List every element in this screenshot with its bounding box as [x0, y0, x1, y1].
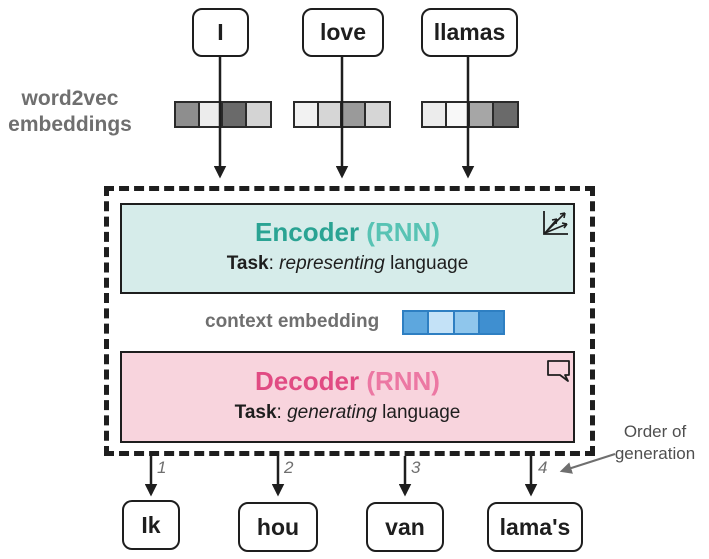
- encoder-task-colon: :: [268, 253, 280, 274]
- input-token-love: love: [302, 8, 384, 57]
- order-label-line-2: generation: [614, 444, 696, 463]
- embedding-cell: [470, 103, 494, 126]
- context-cell: [404, 312, 430, 333]
- output-token-ik: Ik: [122, 500, 180, 550]
- context-embedding-vector: [402, 310, 505, 335]
- output-token-label: hou: [256, 513, 300, 540]
- encoder-task-label: Task: [226, 253, 269, 274]
- decoder-task-object: language: [382, 402, 461, 423]
- output-token-van: van: [366, 502, 444, 552]
- decoder-panel: Decoder (RNN) Task: generating language: [120, 351, 575, 443]
- speech-bubble-icon: [547, 360, 570, 382]
- encoder-task-object: language: [390, 253, 469, 274]
- context-embedding-label: context embedding: [205, 311, 380, 332]
- step-number-2: 2: [284, 458, 294, 477]
- embedding-cell: [246, 103, 271, 126]
- embedding-label-line-2: embeddings: [8, 113, 132, 136]
- input-token-label: love: [319, 19, 367, 45]
- embedding-cell: [423, 103, 447, 126]
- context-cell: [479, 312, 503, 333]
- decoder-task-verb: generating: [287, 402, 377, 423]
- context-cell: [429, 312, 455, 333]
- encoder-title: Encoder (RNN): [122, 217, 573, 248]
- embedding-cell: [342, 103, 366, 126]
- output-token-label: van: [385, 513, 425, 540]
- input-token-label: llamas: [433, 19, 506, 45]
- output-token-label: Ik: [141, 511, 161, 538]
- embedding-cell: [493, 103, 518, 126]
- encoder-title-main: Encoder: [255, 217, 360, 247]
- order-label-line-1: Order of: [623, 422, 687, 441]
- step-number-1: 1: [157, 458, 167, 477]
- output-token-label: lama's: [499, 513, 571, 540]
- order-pointer-arrow: [559, 453, 616, 474]
- step-number-4: 4: [538, 458, 548, 477]
- encoder-task: Task: representing language: [122, 253, 573, 275]
- encoder-task-verb: representing: [279, 253, 385, 274]
- decoder-title-main: Decoder: [255, 366, 360, 396]
- input-token-llamas: llamas: [421, 8, 518, 57]
- output-token-hou: hou: [238, 502, 318, 552]
- embedding-label-line-1: word2vec: [21, 87, 119, 110]
- embedding-label: word2vec embeddings: [0, 86, 140, 138]
- context-cell: [454, 312, 480, 333]
- model-frame: [104, 186, 595, 456]
- embedding-cell: [365, 103, 390, 126]
- decoder-title-suffix: (RNN): [366, 366, 440, 396]
- input-token-label: I: [217, 19, 224, 45]
- word-embedding-i: [174, 101, 272, 128]
- embedding-cell: [199, 103, 224, 126]
- embedding-cell: [295, 103, 319, 126]
- word-embedding-llamas: [421, 101, 519, 128]
- decoder-task-colon: :: [276, 402, 288, 423]
- output-token-lamas: lama's: [487, 502, 583, 552]
- embedding-cell: [176, 103, 200, 126]
- step-number-3: 3: [411, 458, 421, 477]
- decoder-task: Task: generating language: [122, 402, 573, 424]
- scatter-vectors-icon: [543, 211, 568, 235]
- encoder-panel: Encoder (RNN) Task: representing languag…: [120, 203, 575, 294]
- decoder-task-label: Task: [234, 402, 277, 423]
- input-token-i: I: [192, 8, 249, 57]
- embedding-cell: [223, 103, 247, 126]
- encoder-title-suffix: (RNN): [366, 217, 440, 247]
- order-of-generation-label: Order of generation: [600, 421, 709, 465]
- decoder-title: Decoder (RNN): [122, 366, 573, 397]
